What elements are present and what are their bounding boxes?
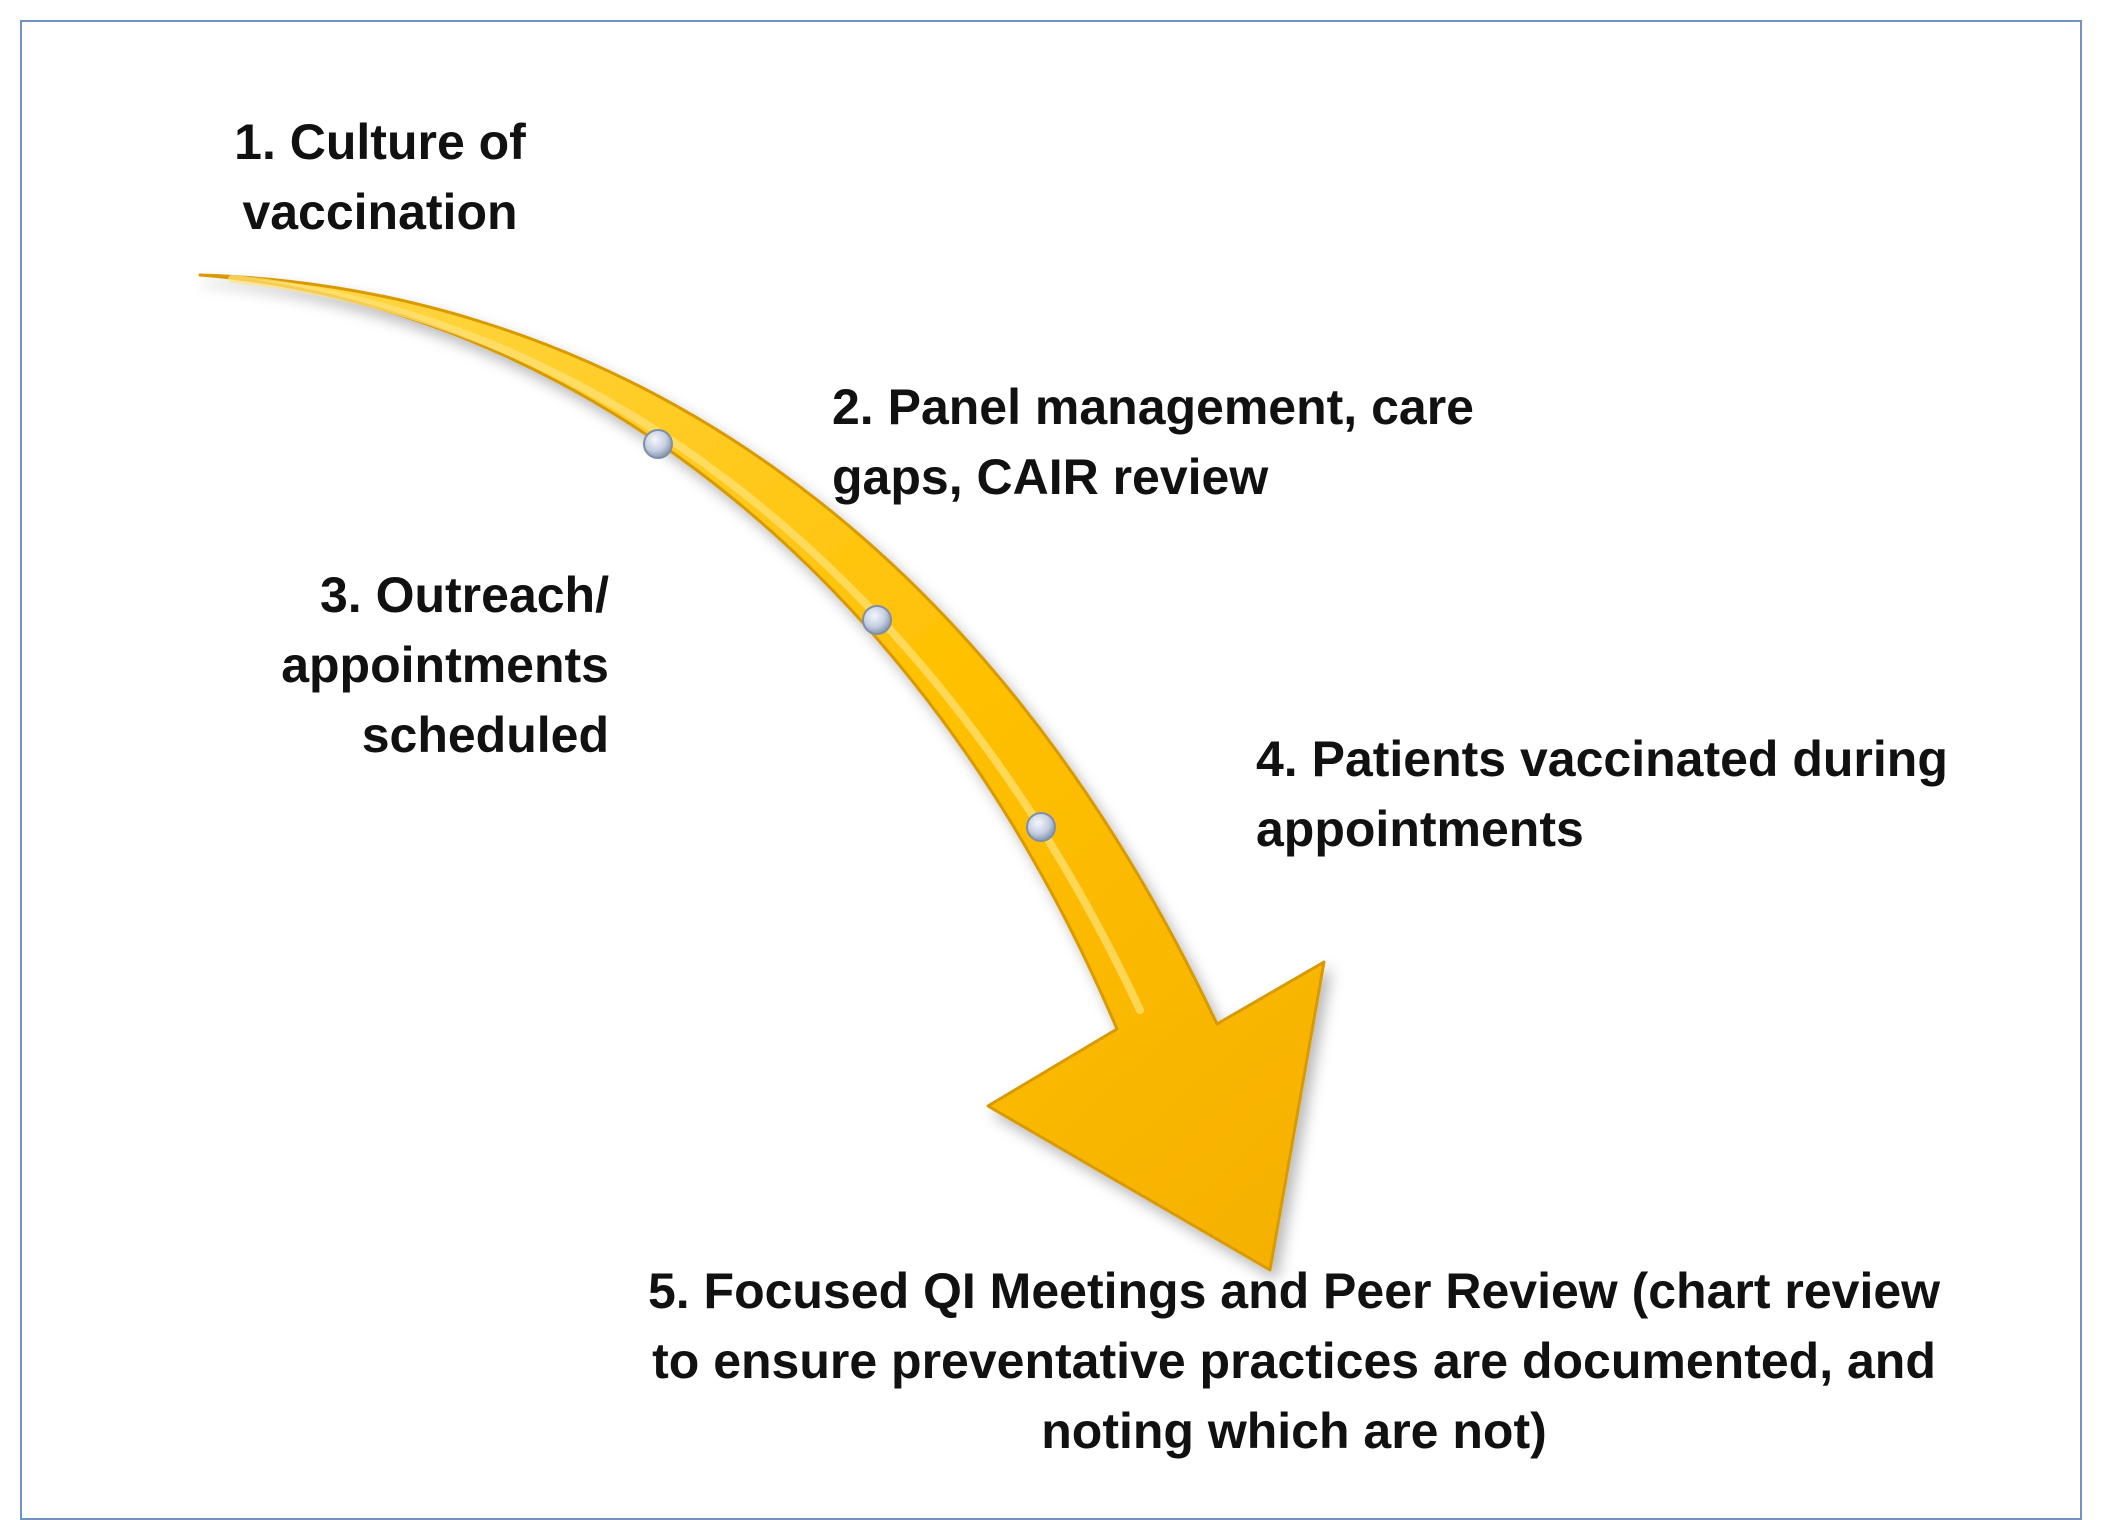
step-3-label: 3. Outreach/ appointments scheduled [200,560,609,770]
step-dot [643,429,673,459]
step-3-line: appointments [281,637,609,693]
step-1-label: 1. Culture of vaccination [200,107,560,247]
step-5-line: 5. Focused QI Meetings and Peer Review (… [647,1263,1941,1319]
step-4-line: appointments [1256,801,1584,857]
arrow-body [198,273,1326,1272]
step-2-label: 2. Panel management, care gaps, CAIR rev… [832,372,1474,512]
step-5-line: noting which are not) [1041,1403,1547,1459]
step-dot [862,605,892,635]
step-1-line: vaccination [242,184,518,240]
step-dot [1026,812,1056,842]
step-5-line: to ensure preventative practices are doc… [652,1333,1936,1389]
step-4-line: 4. Patients vaccinated during [1256,731,1948,787]
step-2-line: 2. Panel management, care [832,379,1474,435]
step-3-line: scheduled [361,707,609,763]
step-2-line: gaps, CAIR review [832,449,1269,505]
arrow-step-dots [643,429,1056,842]
step-1-line: 1. Culture of [234,114,526,170]
step-4-label: 4. Patients vaccinated during appointmen… [1256,724,1948,864]
step-5-label: 5. Focused QI Meetings and Peer Review (… [560,1256,2028,1466]
curved-arrow-graphic [198,273,1326,1272]
step-3-line: 3. Outreach/ [320,567,609,623]
